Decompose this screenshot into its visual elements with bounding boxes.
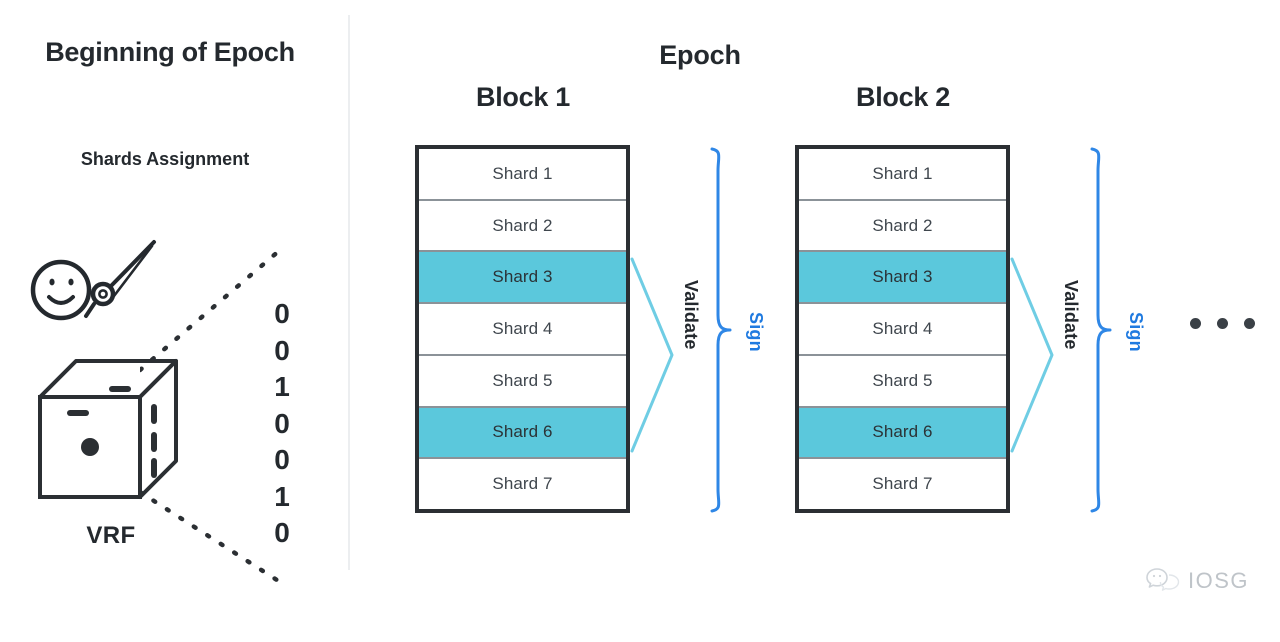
shard-row[interactable]: Shard 4 (799, 304, 1006, 356)
shard-row-selected[interactable]: Shard 3 (419, 252, 626, 305)
vrf-dice-cube-icon (38, 359, 178, 499)
vrf-label: VRF (86, 522, 136, 549)
shard-row[interactable]: Shard 7 (799, 459, 1006, 510)
wechat-bubble-icon (1146, 568, 1180, 591)
block-2-title: Block 2 (856, 82, 950, 112)
shard-row[interactable]: Shard 2 (799, 200, 1006, 253)
panel-divider (348, 15, 350, 570)
shard-row-selected[interactable]: Shard 6 (799, 407, 1006, 460)
shard-row[interactable]: Shard 2 (419, 200, 626, 253)
block-2: Shard 1 Shard 2 Shard 3 Shard 4 Shard 5 … (795, 145, 1010, 513)
binary-digit: 0 (274, 444, 290, 475)
block-1-title: Block 1 (476, 82, 570, 112)
sign-label-2: Sign (1126, 312, 1146, 352)
binary-digit: 1 (274, 371, 290, 402)
binary-digit: 0 (274, 407, 290, 439)
left-panel-title: Beginning of Epoch (45, 37, 295, 67)
iosg-watermark-text: IOSG (1188, 568, 1250, 593)
validate-connector-1 (630, 257, 674, 453)
binary-digit: 0 (274, 298, 290, 329)
smiley-face-icon (30, 240, 156, 321)
validate-label-2: Validate (1061, 280, 1081, 350)
sign-brace-2 (1090, 147, 1112, 513)
shard-row-selected[interactable]: Shard 6 (419, 407, 626, 460)
vrf-output-dashed-connector (140, 247, 283, 585)
shard-row[interactable]: Shard 5 (799, 355, 1006, 408)
ellipsis-dot (1190, 318, 1201, 329)
continuation-ellipsis (1190, 318, 1255, 329)
binary-digit: 0 (274, 517, 290, 548)
binary-digit: 1 (274, 480, 290, 512)
iosg-watermark: IOSG (1146, 566, 1249, 596)
shard-row-selected[interactable]: Shard 3 (799, 252, 1006, 305)
sign-label-1: Sign (746, 312, 766, 352)
needle-pointer-icon (84, 240, 156, 318)
shards-assignment-label: Shards Assignment (80, 149, 250, 169)
shard-row[interactable]: Shard 4 (419, 304, 626, 356)
shard-row[interactable]: Shard 1 (419, 149, 626, 201)
binary-digit: 0 (274, 334, 290, 366)
shard-row[interactable]: Shard 5 (419, 355, 626, 408)
ellipsis-dot (1217, 318, 1228, 329)
validate-label-1: Validate (681, 280, 701, 350)
validate-connector-2 (1010, 257, 1054, 453)
block-1: Shard 1 Shard 2 Shard 3 Shard 4 Shard 5 … (415, 145, 630, 513)
ellipsis-dot (1244, 318, 1255, 329)
vrf-binary-output: 0 0 1 0 0 1 0 (262, 296, 302, 552)
shard-row[interactable]: Shard 1 (799, 149, 1006, 201)
shard-row[interactable]: Shard 7 (419, 459, 626, 510)
sign-brace-1 (710, 147, 732, 513)
epoch-title: Epoch (659, 40, 741, 70)
